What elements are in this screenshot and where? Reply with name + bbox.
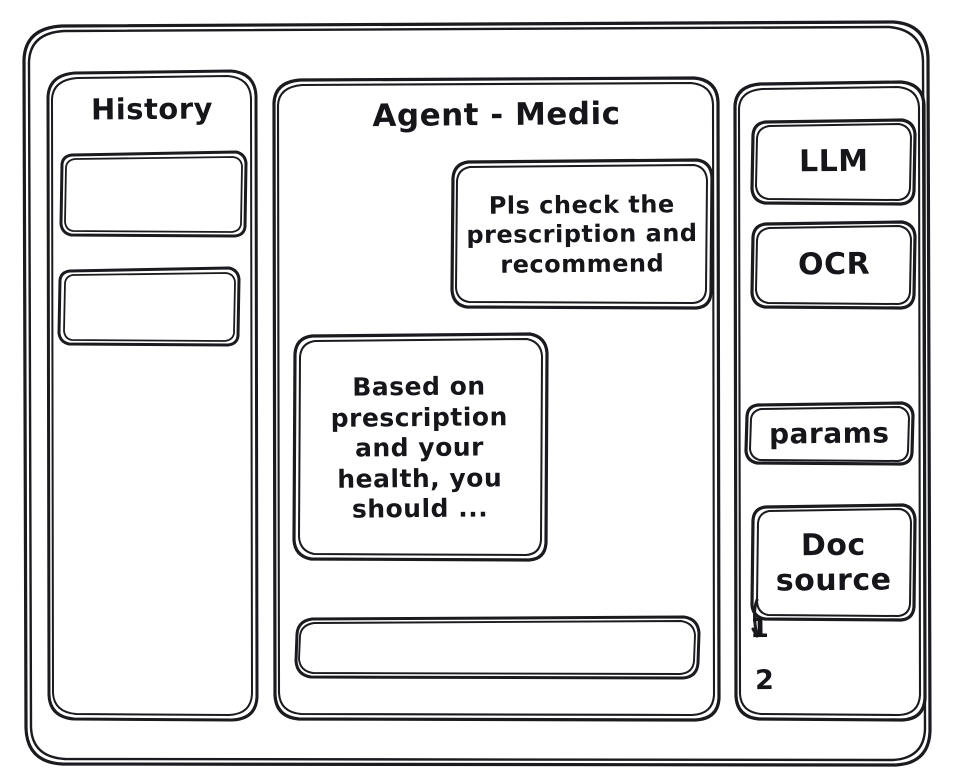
chat-message-assistant: Based on prescription and your health, y… xyxy=(292,334,547,562)
tool-chip-params[interactable]: params xyxy=(746,403,913,465)
chat-message-assistant-text: Based on prescription and your health, y… xyxy=(330,371,508,524)
history-item[interactable] xyxy=(60,152,245,236)
tool-chip-doc-source-label: Doc source xyxy=(775,527,892,599)
tool-chip-ocr[interactable]: OCR xyxy=(753,222,915,308)
chat-message-user: Pls check the prescription and recommend xyxy=(452,160,712,310)
tool-chip-doc-source[interactable]: Doc source xyxy=(752,505,915,621)
message-composer-input[interactable] xyxy=(295,617,700,680)
tool-chip-llm[interactable]: LLM xyxy=(753,120,915,204)
tool-chip-llm-label: LLM xyxy=(799,143,869,180)
tool-chip-ocr-label: OCR xyxy=(797,246,871,283)
chat-message-user-text: Pls check the prescription and recommend xyxy=(466,190,698,279)
history-panel-title: History xyxy=(90,91,214,127)
doc-source-list-item[interactable]: 1 xyxy=(749,613,770,645)
agent-panel-title: Agent - Medic xyxy=(372,95,621,135)
doc-source-list-item[interactable]: 2 xyxy=(754,665,775,697)
tool-chip-params-label: params xyxy=(769,416,890,451)
history-item[interactable] xyxy=(57,268,239,346)
